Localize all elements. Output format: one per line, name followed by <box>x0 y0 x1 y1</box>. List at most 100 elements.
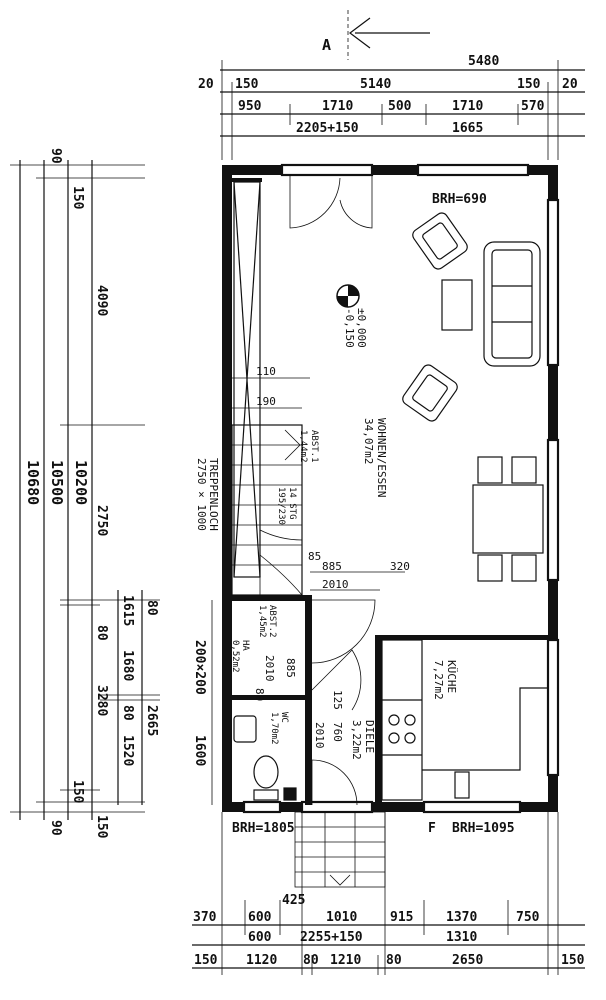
brh-top: BRH=690 <box>432 192 487 207</box>
room-kueche-name: KÜCHE <box>445 660 458 693</box>
dim-bot-r1-5: 750 <box>516 910 540 925</box>
dim-in-3: 885 <box>322 560 342 573</box>
dim-top-r3-1: 1710 <box>322 99 353 114</box>
dim-top-r2-1: 150 <box>235 77 259 92</box>
treppenloch-size: 2750 × 1000 <box>195 458 208 531</box>
stair-void <box>231 181 303 596</box>
stairs <box>232 425 303 596</box>
dim-bot-r2-2: 1310 <box>446 930 477 945</box>
room-wc-name: WC <box>279 712 289 723</box>
dim-left-inner-1: 80 <box>144 600 159 616</box>
brh-bottom-right: BRH=1095 <box>452 821 515 836</box>
section-marker: A <box>322 10 430 60</box>
room-abst2-area: 1,45m2 <box>257 605 267 638</box>
stairs-label: 14 STG <box>287 487 297 520</box>
room-diele-area: 3,22m2 <box>350 720 363 760</box>
dim-left-inner-5: 2665 <box>144 705 159 736</box>
dim-in-12: 200×200 <box>192 640 207 695</box>
dim-top-r3-4: 570 <box>521 99 545 114</box>
dim-top-r2-2: 5140 <box>360 77 391 92</box>
dim-in-9: 125 <box>331 690 344 710</box>
dim-bot-r1-3: 915 <box>390 910 413 925</box>
dim-left-inner-4: 1520 <box>120 735 135 766</box>
interior-dimensions: 110 190 85 885 320 2010 2010 885 80 125 … <box>192 365 410 805</box>
dim-left-inner-0: 1615 <box>120 595 135 626</box>
dim-bot-r3-0: 150 <box>194 953 218 968</box>
top-dimensions: 5480 20 150 5140 150 20 950 1710 500 171… <box>198 54 585 160</box>
dim-bot-r2-0: 600 <box>248 930 272 945</box>
entry-steps <box>294 811 386 888</box>
dim-top-r3-3: 1710 <box>452 99 483 114</box>
coffee-table <box>441 279 473 331</box>
dim-left-overall: 10680 <box>24 460 42 505</box>
dim-in-2: 85 <box>308 550 321 563</box>
room-wohnen-name: WOHNEN/ESSEN <box>375 418 388 497</box>
dim-left-seg-6: 150 <box>70 780 85 804</box>
dim-in-4: 320 <box>390 560 410 573</box>
dim-bot-r3-2: 80 <box>303 953 319 968</box>
inner-doors <box>311 599 376 806</box>
dim-in-6: 2010 <box>263 655 276 682</box>
outer-walls <box>222 163 560 814</box>
room-diele-name: DIELE <box>363 720 376 753</box>
dim-left-inner-2: 1680 <box>120 650 135 681</box>
room-abst2-name: ABST.2 <box>267 605 277 638</box>
terrace-door <box>289 175 373 229</box>
dim-in-8: 80 <box>253 688 266 701</box>
dim-left-seg-4: 80 <box>94 625 109 641</box>
sofa <box>483 241 541 367</box>
left-dimensions: 10680 10500 10200 90 150 4090 2750 80 32… <box>10 148 160 839</box>
armchair-middle <box>402 364 458 422</box>
dim-left-inner-3: 80 <box>120 705 135 721</box>
room-hwr-area: 0,52m2 <box>230 640 240 673</box>
room-abst1-area: 1,44m2 <box>298 430 308 463</box>
dim-left-bottom: 150 <box>94 815 109 839</box>
dim-in-5: 2010 <box>322 578 349 591</box>
dim-in-7: 885 <box>284 658 297 678</box>
dim-left-seg-2: 4090 <box>94 285 109 316</box>
dim-bot-r1-0: 370 <box>193 910 217 925</box>
dim-in-1: 190 <box>256 395 276 408</box>
dim-bottom-extra: 425 <box>282 893 305 908</box>
dim-bot-r3-4: 80 <box>386 953 402 968</box>
dim-bot-r1-4: 1370 <box>446 910 477 925</box>
wc-fixtures <box>233 715 297 801</box>
room-wohnen-area: 34,07m2 <box>362 418 375 464</box>
room-hwr-name: HA <box>240 640 250 651</box>
dim-left-seg-3: 2750 <box>94 505 109 536</box>
dim-left-second: 10500 <box>48 460 66 505</box>
level-marker: ±0,000 -0,150 <box>336 284 368 348</box>
dim-bot-r3-1: 1120 <box>246 953 277 968</box>
room-wc-area: 1,70m2 <box>269 712 279 745</box>
dim-left-seg-7: 90 <box>48 820 63 836</box>
dim-bot-r2-1: 2255+150 <box>300 930 363 945</box>
room-abst1-name: ABST.1 <box>309 430 319 463</box>
dim-left-seg-0: 90 <box>48 148 63 164</box>
section-label: A <box>322 36 331 54</box>
dim-in-10: 760 <box>331 722 344 742</box>
level-top: ±0,000 <box>355 308 368 348</box>
interior-walls <box>232 178 548 805</box>
dim-top-r4-0: 2205+150 <box>296 121 359 136</box>
dim-left-seg-1: 150 <box>70 186 85 210</box>
stairs-ratio: 195/230 <box>276 487 286 525</box>
dim-left-third: 10200 <box>72 460 90 505</box>
dim-bot-r1-2: 1010 <box>326 910 357 925</box>
dim-top-r2-0: 20 <box>198 77 214 92</box>
dim-overall-width: 5480 <box>468 54 499 69</box>
brh-f: F <box>428 821 436 836</box>
dim-top-r2-3: 150 <box>517 77 541 92</box>
bottom-dimensions: 425 370 600 1010 915 1370 750 600 2255+1… <box>192 812 585 975</box>
level-bottom: -0,150 <box>343 308 356 348</box>
dim-in-13: 1600 <box>192 735 207 766</box>
dining-table <box>472 456 544 582</box>
dim-bot-r1-1: 600 <box>248 910 272 925</box>
dim-bot-r3-3: 1210 <box>330 953 361 968</box>
dim-bot-r3-5: 2650 <box>452 953 483 968</box>
dim-bot-r3-6: 150 <box>561 953 585 968</box>
dim-top-r3-0: 950 <box>238 99 262 114</box>
kitchen-counter <box>381 639 548 801</box>
armchair-top <box>412 212 468 270</box>
brh-bottom-left: BRH=1805 <box>232 821 295 836</box>
